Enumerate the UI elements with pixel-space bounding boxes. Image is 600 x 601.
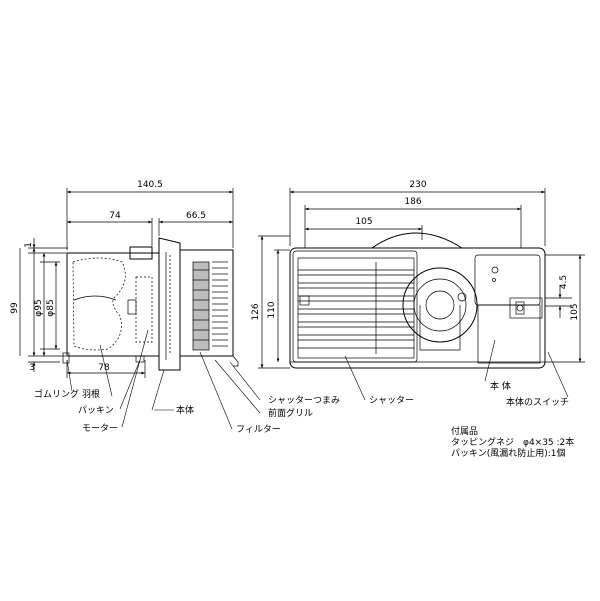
dim-126: 126 bbox=[251, 303, 261, 320]
side-grille-louvers bbox=[212, 261, 228, 347]
label-gom-ring: ゴムリング bbox=[34, 388, 79, 400]
dim-105-horizontal: 105 bbox=[355, 217, 372, 227]
dim-186: 186 bbox=[404, 197, 421, 207]
dim-78: 78 bbox=[98, 363, 110, 373]
front-view bbox=[289, 232, 546, 369]
side-dimensions: 140.5 74 66.5 1 99 φ95 φ85 3 78 bbox=[10, 180, 234, 378]
label-body-front: 本 体 bbox=[490, 380, 511, 392]
front-switch bbox=[509, 297, 543, 319]
dim-4-5: 4.5 bbox=[559, 275, 569, 289]
front-louver-area bbox=[297, 257, 415, 359]
side-view bbox=[62, 237, 239, 371]
accessories-note: 付属品 タッピングネジ φ4×35 :2本 パッキン(風漏れ防止用):1個 bbox=[451, 427, 574, 460]
label-motor: モーター bbox=[82, 423, 118, 434]
label-body-switch: 本体のスイッチ bbox=[506, 396, 569, 408]
front-body-outline bbox=[289, 247, 546, 369]
dim-dia-85: φ85 bbox=[46, 299, 56, 316]
side-callouts: ゴムリング 羽根 パッキン モーター 本体 シャッターつまみ 前面グリル フィル… bbox=[34, 329, 340, 435]
side-motor-housing bbox=[129, 246, 153, 260]
label-shutter-knob: シャッターつまみ bbox=[268, 395, 340, 406]
dim-66-5: 66.5 bbox=[186, 211, 206, 221]
dim-140-5: 140.5 bbox=[137, 180, 163, 190]
dim-99: 99 bbox=[10, 302, 20, 314]
accessories-title: 付属品 bbox=[451, 427, 479, 437]
side-grille-housing bbox=[179, 249, 234, 357]
dim-dia-95: φ95 bbox=[34, 299, 44, 316]
label-body-side: 本体 bbox=[176, 404, 194, 416]
dim-110: 110 bbox=[267, 301, 277, 318]
side-motor-outline bbox=[135, 276, 153, 343]
accessories-line-1: タッピングネジ φ4×35 :2本 bbox=[451, 438, 575, 448]
front-shutter-knob bbox=[299, 295, 310, 306]
accessories-line-2: パッキン(風漏れ防止用):1個 bbox=[451, 449, 566, 459]
label-shutter: シャッター bbox=[369, 395, 414, 406]
dim-1: 1 bbox=[24, 242, 34, 248]
front-hood-arc bbox=[371, 232, 463, 249]
front-callouts: シャッター 本 体 本体のスイッチ bbox=[344, 339, 569, 408]
fan-blade-outline bbox=[72, 257, 126, 351]
label-filter: フィルター bbox=[236, 424, 281, 435]
dim-105-vertical: 105 bbox=[570, 303, 580, 320]
label-front-grille: 前面グリル bbox=[268, 407, 313, 419]
side-filter bbox=[192, 261, 210, 351]
label-packing: パッキン bbox=[78, 405, 114, 416]
dim-74: 74 bbox=[109, 211, 121, 221]
front-louvers bbox=[298, 262, 414, 354]
side-filter-lines bbox=[193, 269, 209, 341]
front-dimensions: 230 186 105 126 110 4.5 105 bbox=[251, 180, 585, 369]
front-screw-hole bbox=[491, 266, 499, 274]
side-front-frame bbox=[158, 237, 181, 371]
dim-3: 3 bbox=[29, 363, 35, 373]
front-right-panel bbox=[474, 254, 541, 306]
label-hane: 羽根 bbox=[82, 388, 100, 400]
dim-230: 230 bbox=[409, 180, 426, 190]
